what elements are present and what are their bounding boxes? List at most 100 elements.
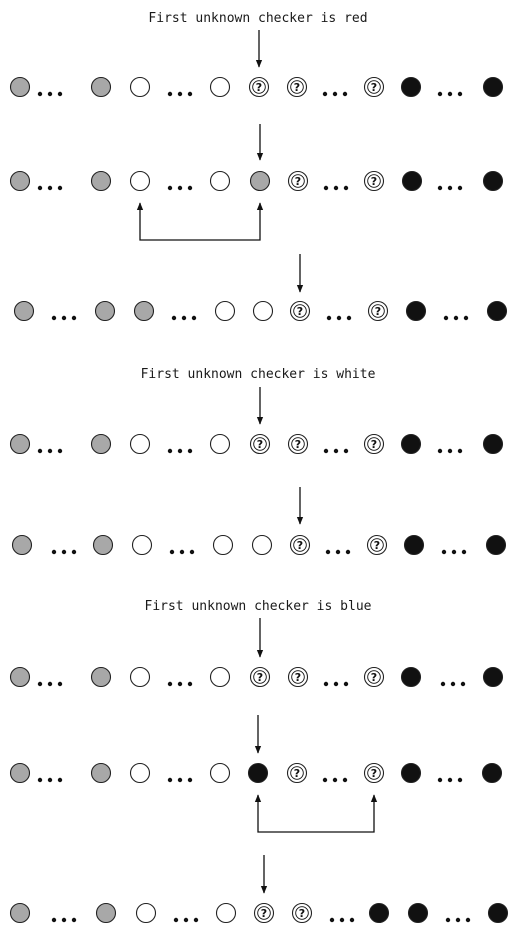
white-checker bbox=[131, 534, 153, 556]
ellipsis-dot bbox=[57, 681, 63, 687]
red-checker bbox=[90, 666, 112, 688]
question-mark: ? bbox=[374, 539, 380, 552]
ellipsis-dots bbox=[322, 91, 348, 97]
unknown-marker: ? bbox=[367, 766, 381, 780]
ellipsis-dot bbox=[167, 777, 173, 783]
ellipsis-dot bbox=[61, 917, 67, 923]
checker-row-red-before: ??? bbox=[9, 30, 504, 98]
ellipsis-dot bbox=[457, 777, 463, 783]
ellipsis-dots bbox=[167, 91, 193, 97]
ellipsis-dots bbox=[37, 777, 63, 783]
ellipsis-dots bbox=[37, 448, 63, 454]
ellipsis-dot bbox=[177, 91, 183, 97]
unknown-marker: ? bbox=[291, 437, 305, 451]
ellipsis-dot bbox=[193, 917, 199, 923]
unknown-inner-ring bbox=[290, 766, 304, 780]
ellipsis-dot bbox=[167, 681, 173, 687]
red-checker bbox=[94, 300, 116, 322]
ellipsis-dot bbox=[57, 777, 63, 783]
blue-checker bbox=[482, 170, 504, 192]
ellipsis-dots bbox=[437, 185, 463, 191]
red-checker bbox=[90, 170, 112, 192]
ellipsis-dot bbox=[323, 448, 329, 454]
ellipsis-dot bbox=[336, 315, 342, 321]
ellipsis-dots bbox=[167, 185, 193, 191]
ellipsis-dots bbox=[323, 448, 349, 454]
ellipsis-dot bbox=[183, 917, 189, 923]
ellipsis-dots bbox=[445, 917, 471, 923]
ellipsis-dot bbox=[47, 777, 53, 783]
question-mark: ? bbox=[371, 175, 377, 188]
checker-row-white-after: ?? bbox=[11, 487, 507, 556]
ellipsis-dot bbox=[461, 549, 467, 555]
ellipsis-dot bbox=[451, 549, 457, 555]
ellipsis-dots bbox=[37, 681, 63, 687]
ellipsis-dot bbox=[437, 185, 443, 191]
blue-checker bbox=[485, 534, 507, 556]
unknown-inner-ring bbox=[367, 80, 381, 94]
ellipsis-dot bbox=[437, 448, 443, 454]
ellipsis-dot bbox=[37, 448, 43, 454]
ellipsis-dot bbox=[322, 777, 328, 783]
ellipsis-dot bbox=[447, 185, 453, 191]
ellipsis-dot bbox=[187, 185, 193, 191]
ellipsis-dots bbox=[167, 777, 193, 783]
ellipsis-dot bbox=[447, 448, 453, 454]
unknown-marker: ? bbox=[252, 80, 266, 94]
ellipsis-dot bbox=[343, 681, 349, 687]
ellipsis-dot bbox=[342, 91, 348, 97]
question-mark: ? bbox=[371, 767, 377, 780]
unknown-marker: ? bbox=[291, 670, 305, 684]
unknown-inner-ring bbox=[293, 304, 307, 318]
ellipsis-dot bbox=[187, 777, 193, 783]
ellipsis-dots bbox=[167, 681, 193, 687]
ellipsis-dot bbox=[455, 917, 461, 923]
ellipsis-dot bbox=[345, 549, 351, 555]
white-checker bbox=[209, 433, 231, 455]
red-checker bbox=[9, 170, 31, 192]
ellipsis-dot bbox=[71, 315, 77, 321]
white-checker bbox=[212, 534, 234, 556]
red-checker bbox=[92, 534, 114, 556]
ellipsis-dot bbox=[343, 185, 349, 191]
blue-checker bbox=[487, 902, 509, 924]
unknown-inner-ring bbox=[253, 437, 267, 451]
unknown-marker: ? bbox=[290, 80, 304, 94]
ellipsis-dot bbox=[440, 681, 446, 687]
red-checker bbox=[9, 902, 31, 924]
ellipsis-dot bbox=[167, 91, 173, 97]
ellipsis-dot bbox=[57, 185, 63, 191]
ellipsis-dot bbox=[437, 777, 443, 783]
red-checker bbox=[90, 762, 112, 784]
question-mark: ? bbox=[297, 305, 303, 318]
red-checker bbox=[249, 170, 271, 192]
ellipsis-dot bbox=[457, 91, 463, 97]
white-checker bbox=[129, 762, 151, 784]
ellipsis-dot bbox=[332, 91, 338, 97]
ellipsis-dot bbox=[47, 448, 53, 454]
unknown-marker: ? bbox=[367, 437, 381, 451]
ellipsis-dot bbox=[332, 777, 338, 783]
ellipsis-dot bbox=[333, 681, 339, 687]
blue-checker bbox=[400, 762, 422, 784]
ellipsis-dots bbox=[437, 91, 463, 97]
ellipsis-dots bbox=[437, 448, 463, 454]
ellipsis-dot bbox=[177, 681, 183, 687]
ellipsis-dots bbox=[323, 185, 349, 191]
red-checker bbox=[11, 534, 33, 556]
ellipsis-dot bbox=[460, 681, 466, 687]
question-mark: ? bbox=[371, 671, 377, 684]
question-mark: ? bbox=[295, 438, 301, 451]
ellipsis-dot bbox=[443, 315, 449, 321]
ellipsis-dot bbox=[57, 448, 63, 454]
white-checker bbox=[135, 902, 157, 924]
unknown-marker: ? bbox=[257, 906, 271, 920]
ellipsis-dots bbox=[51, 549, 77, 555]
ellipsis-dot bbox=[167, 448, 173, 454]
unknown-marker: ? bbox=[293, 304, 307, 318]
ellipsis-dot bbox=[187, 681, 193, 687]
ellipsis-dot bbox=[51, 549, 57, 555]
ellipsis-dots bbox=[440, 681, 466, 687]
ellipsis-dot bbox=[167, 185, 173, 191]
unknown-marker: ? bbox=[290, 766, 304, 780]
